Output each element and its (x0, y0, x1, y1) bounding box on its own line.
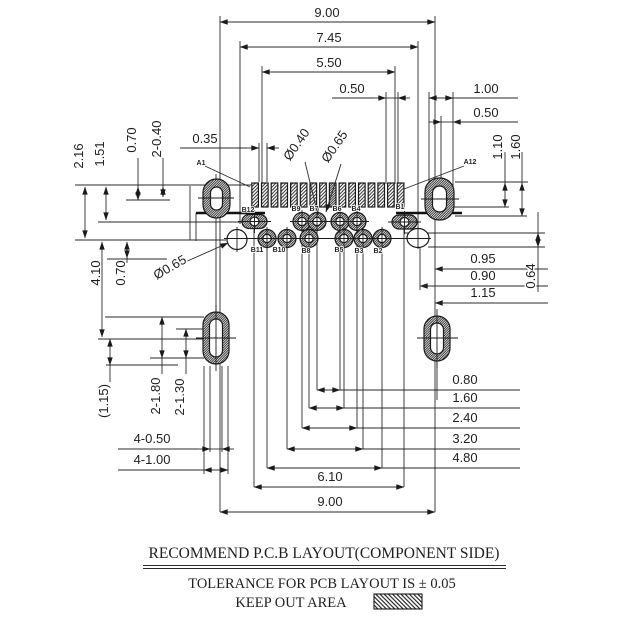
dim-left-2x130: 2-1.30 (172, 379, 187, 416)
dim-left-070-upper: 0.70 (124, 127, 139, 152)
dim-top-550: 5.50 (316, 55, 341, 70)
pin-label-b12: B12 (242, 207, 255, 214)
dim-right-160: 1.60 (508, 134, 523, 159)
smt-pad (290, 182, 298, 208)
smt-pad (357, 182, 366, 208)
pin-labels: A1 A12 B12 B9 B7 B6 B4 B1 B11 B10 B8 B5 … (196, 158, 478, 256)
dim-left-4x100: 4-1.00 (134, 452, 171, 467)
smt-pad (260, 182, 269, 208)
smt-pad (367, 182, 376, 208)
keepout-hatch-swatch (373, 593, 423, 610)
smt-pad (251, 182, 260, 208)
dim-dia-065-left: Ø0.65 (151, 252, 189, 283)
drawing-title: RECOMMEND P.C.B LAYOUT(COMPONENT SIDE) (149, 545, 500, 562)
dim-top-100: 1.00 (473, 81, 498, 96)
tolerance-note: TOLERANCE FOR PCB LAYOUT IS ± 0.05 (188, 576, 456, 592)
dim-left-216: 2.16 (71, 143, 86, 168)
smt-pad (328, 182, 337, 208)
dim-top-900: 9.00 (314, 5, 339, 20)
pin-label-b4: B4 (352, 206, 361, 213)
dim-left-070-lower: 0.70 (113, 260, 128, 285)
pin-label-b5: B5 (335, 247, 344, 254)
footprint-shapes (202, 177, 455, 365)
footer-notes: RECOMMEND P.C.B LAYOUT(COMPONENT SIDE) T… (143, 545, 506, 611)
dim-bottom-610: 6.10 (317, 469, 342, 484)
smt-pad (319, 182, 327, 208)
pin-label-b7: B7 (310, 206, 319, 213)
pin-label-b9: B9 (292, 206, 301, 213)
smt-pad (299, 182, 308, 208)
pin-label-b11: B11 (251, 247, 264, 254)
pin-label-b8: B8 (302, 248, 311, 255)
pin-label-b10: B10 (273, 247, 286, 254)
smt-pad (280, 182, 289, 208)
dim-right-090: 0.90 (470, 268, 495, 283)
dim-left-115-ref: (1.15) (96, 384, 111, 418)
keepout-label: KEEP OUT AREA (235, 595, 347, 611)
dim-dia-065-top: Ø0.65 (318, 128, 351, 166)
dim-right-115: 1.15 (470, 285, 495, 300)
smt-pad (348, 182, 356, 208)
dim-right-095: 0.95 (470, 251, 495, 266)
dim-bottom-900: 9.00 (317, 494, 342, 509)
pin-label-b2: B2 (374, 248, 383, 255)
crosshairs (196, 197, 459, 371)
smt-pad (377, 182, 386, 208)
dim-bottom-160: 1.60 (452, 390, 477, 405)
dim-top-745: 7.45 (316, 30, 341, 45)
smt-pad (387, 182, 395, 208)
dim-bottom-080: 0.80 (452, 372, 477, 387)
dimension-lines (82, 19, 548, 515)
dim-top-050-right: 0.50 (473, 105, 498, 120)
dim-bottom-240: 2.40 (452, 410, 477, 425)
dim-right-064: 0.64 (523, 263, 538, 288)
dim-left-2x180: 2-1.80 (148, 378, 163, 415)
dim-left-2x040: 2-0.40 (149, 121, 164, 158)
dim-top-050-left: 0.50 (339, 81, 364, 96)
dim-right-110: 1.10 (490, 134, 505, 159)
dim-left-151: 1.51 (92, 141, 107, 166)
dimension-labels: 9.00 7.45 5.50 0.50 1.00 0.50 0.35 Ø0.40… (70, 4, 540, 511)
pin-label-a1: A1 (197, 160, 206, 167)
smt-pad (338, 182, 347, 208)
dim-left-410: 4.10 (88, 260, 103, 285)
dim-left-4x050: 4-0.50 (134, 431, 171, 446)
dim-bottom-480: 4.80 (452, 450, 477, 465)
pin-label-b1: B1 (396, 204, 405, 211)
pin-label-b3: B3 (355, 248, 364, 255)
smt-pad (396, 182, 405, 208)
pin-label-a12: A12 (464, 159, 477, 166)
dim-bottom-320: 3.20 (452, 431, 477, 446)
pin-label-b6: B6 (333, 206, 342, 213)
mounting-hole-left (202, 178, 231, 219)
dim-035: 0.35 (192, 131, 217, 146)
dim-dia-040: Ø0.40 (280, 126, 313, 164)
smt-pad (270, 182, 279, 208)
smt-pad-row (251, 182, 405, 208)
